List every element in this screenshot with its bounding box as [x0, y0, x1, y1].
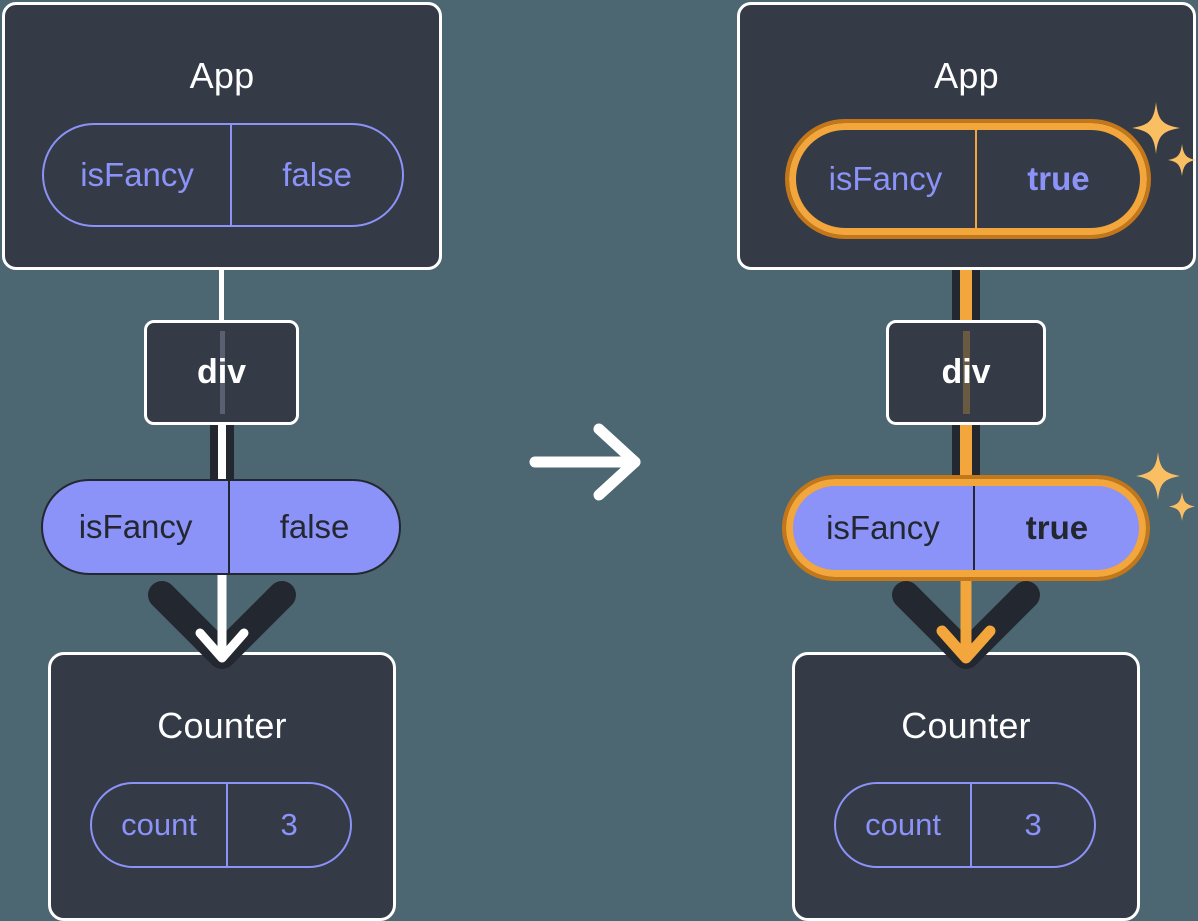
edge-through-div-after	[963, 331, 970, 414]
props-pill-value-after: true	[972, 486, 1139, 570]
edge-app-to-div-rail-right-after	[972, 228, 980, 328]
div-element-box-before: div	[144, 320, 299, 425]
edge-div-to-props-center-after	[960, 425, 972, 483]
edge-app-to-div-before	[219, 268, 224, 323]
app-title-before: App	[189, 55, 255, 96]
counter-state-pill-name-before: count	[121, 807, 197, 842]
app-state-pill-value-before: false	[230, 125, 402, 225]
counter-state-pill-name-after: count	[865, 807, 941, 842]
props-pill-name-after: isFancy	[826, 509, 940, 546]
transition-arrow-right-icon	[529, 423, 641, 501]
app-state-pill-name-before: isFancy	[80, 156, 194, 193]
counter-title-before: Counter	[157, 705, 287, 746]
arrow-inner-props-to-counter-before	[195, 565, 249, 663]
edge-div-to-props-rail-left-before	[210, 425, 218, 480]
div-element-box-after: div	[886, 320, 1046, 425]
arrow-inner-props-to-counter-after	[936, 565, 996, 664]
edge-div-to-props-center-before	[218, 425, 226, 480]
div-label-after: div	[941, 353, 991, 391]
counter-state-pill-value-before: 3	[226, 784, 350, 866]
app-state-pill-value-after: true	[974, 130, 1140, 228]
counter-state-pill-value-after: 3	[970, 784, 1094, 866]
div-label-before: div	[196, 353, 247, 391]
counter-state-pill-after: count 3	[834, 782, 1096, 868]
app-state-pill-before: isFancy false	[42, 123, 404, 227]
edge-div-to-props-rail-right-before	[226, 425, 234, 480]
props-pill-name-before: isFancy	[78, 508, 193, 545]
props-pill-after: isFancy true	[782, 475, 1150, 581]
props-pill-before: isFancy false	[41, 479, 401, 575]
app-title-after: App	[934, 55, 999, 96]
edge-app-to-div-rail-left-after	[952, 228, 960, 328]
edge-through-div-before	[219, 331, 225, 414]
props-pill-value-before: false	[228, 481, 399, 573]
app-state-pill-name-after: isFancy	[828, 160, 943, 197]
app-state-pill-after: isFancy true	[785, 119, 1151, 239]
edge-div-to-props-rail-right-after	[972, 425, 980, 483]
counter-state-pill-before: count 3	[90, 782, 352, 868]
counter-title-after: Counter	[901, 705, 1031, 746]
edge-div-to-props-rail-left-after	[952, 425, 960, 483]
